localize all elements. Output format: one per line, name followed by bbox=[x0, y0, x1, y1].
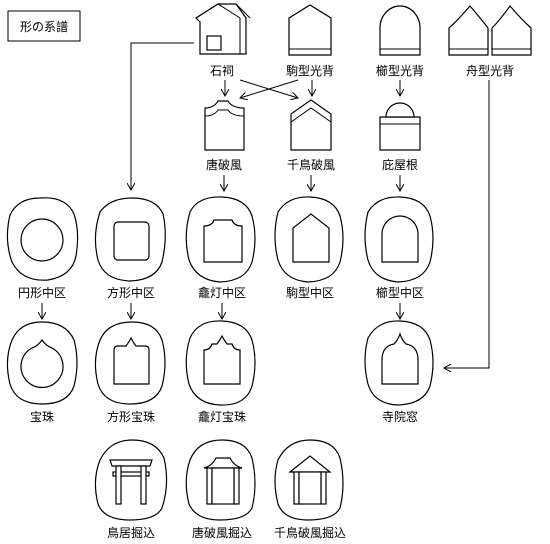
label-hoke-chuku: 方形中区 bbox=[107, 285, 155, 300]
chidori-hafu-figure bbox=[290, 99, 332, 151]
chidori-hafu-horikomi-figure bbox=[274, 439, 344, 521]
arrow-koma-to-kara bbox=[240, 79, 299, 98]
hisashi-yane-figure bbox=[379, 102, 421, 151]
kushi-chuku-figure bbox=[364, 196, 434, 283]
jiin-mado-figure bbox=[364, 320, 434, 406]
en-chuku-figure bbox=[6, 197, 79, 281]
hoke-hoju-figure bbox=[94, 321, 166, 405]
label-hoju: 宝珠 bbox=[30, 410, 54, 424]
label-fune-kohai: 舟型光背 bbox=[466, 64, 514, 78]
label-torii-horikomi: 鳥居掘込 bbox=[107, 525, 155, 540]
arrow-fune-to-jiin-mado bbox=[444, 80, 490, 368]
label-en-chuku: 円形中区 bbox=[18, 285, 66, 300]
kushi-kohai-figure bbox=[379, 5, 421, 56]
label-chidori-hafu: 千鳥破風 bbox=[287, 157, 335, 172]
label-kushi-chuku: 櫛型中区 bbox=[376, 285, 424, 300]
label-gando-chuku: 龕灯中区 bbox=[198, 285, 246, 300]
gando-hoju-figure bbox=[185, 320, 256, 406]
hoju-figure bbox=[6, 321, 78, 405]
label-shrine: 石祠 bbox=[210, 64, 234, 78]
hoke-chuku-figure bbox=[94, 197, 166, 282]
title-box: 形の系譜 bbox=[7, 10, 81, 42]
label-hisashi-yane: 庇屋根 bbox=[382, 157, 418, 172]
label-kara-hafu-horikomi: 唐破風掘込 bbox=[192, 525, 252, 540]
torii-horikomi-figure bbox=[94, 439, 168, 521]
arrow-shrine-to-hoke-chuku bbox=[131, 42, 194, 190]
kara-hafu-figure bbox=[204, 100, 245, 151]
label-kara-hafu: 唐破風 bbox=[206, 157, 242, 172]
fune-kohai-figure bbox=[448, 5, 532, 56]
label-jiin-mado: 寺院窓 bbox=[382, 409, 418, 424]
label-hoke-hoju: 方形宝珠 bbox=[107, 409, 155, 424]
gando-chuku-figure bbox=[185, 196, 256, 283]
diagram-title: 形の系譜 bbox=[20, 19, 68, 34]
shrine-figure bbox=[195, 3, 251, 55]
label-koma-chuku: 駒型中区 bbox=[286, 285, 334, 300]
label-koma-kohai: 駒型光背 bbox=[286, 64, 334, 78]
koma-chuku-figure bbox=[274, 196, 344, 283]
label-kushi-kohai: 櫛型光背 bbox=[376, 64, 424, 78]
label-gando-hoju: 龕灯宝珠 bbox=[198, 409, 246, 424]
label-chidori-hafu-horikomi: 千鳥破風掘込 bbox=[274, 525, 346, 540]
kara-hafu-horikomi-figure bbox=[185, 439, 256, 521]
koma-kohai-figure bbox=[288, 4, 332, 56]
